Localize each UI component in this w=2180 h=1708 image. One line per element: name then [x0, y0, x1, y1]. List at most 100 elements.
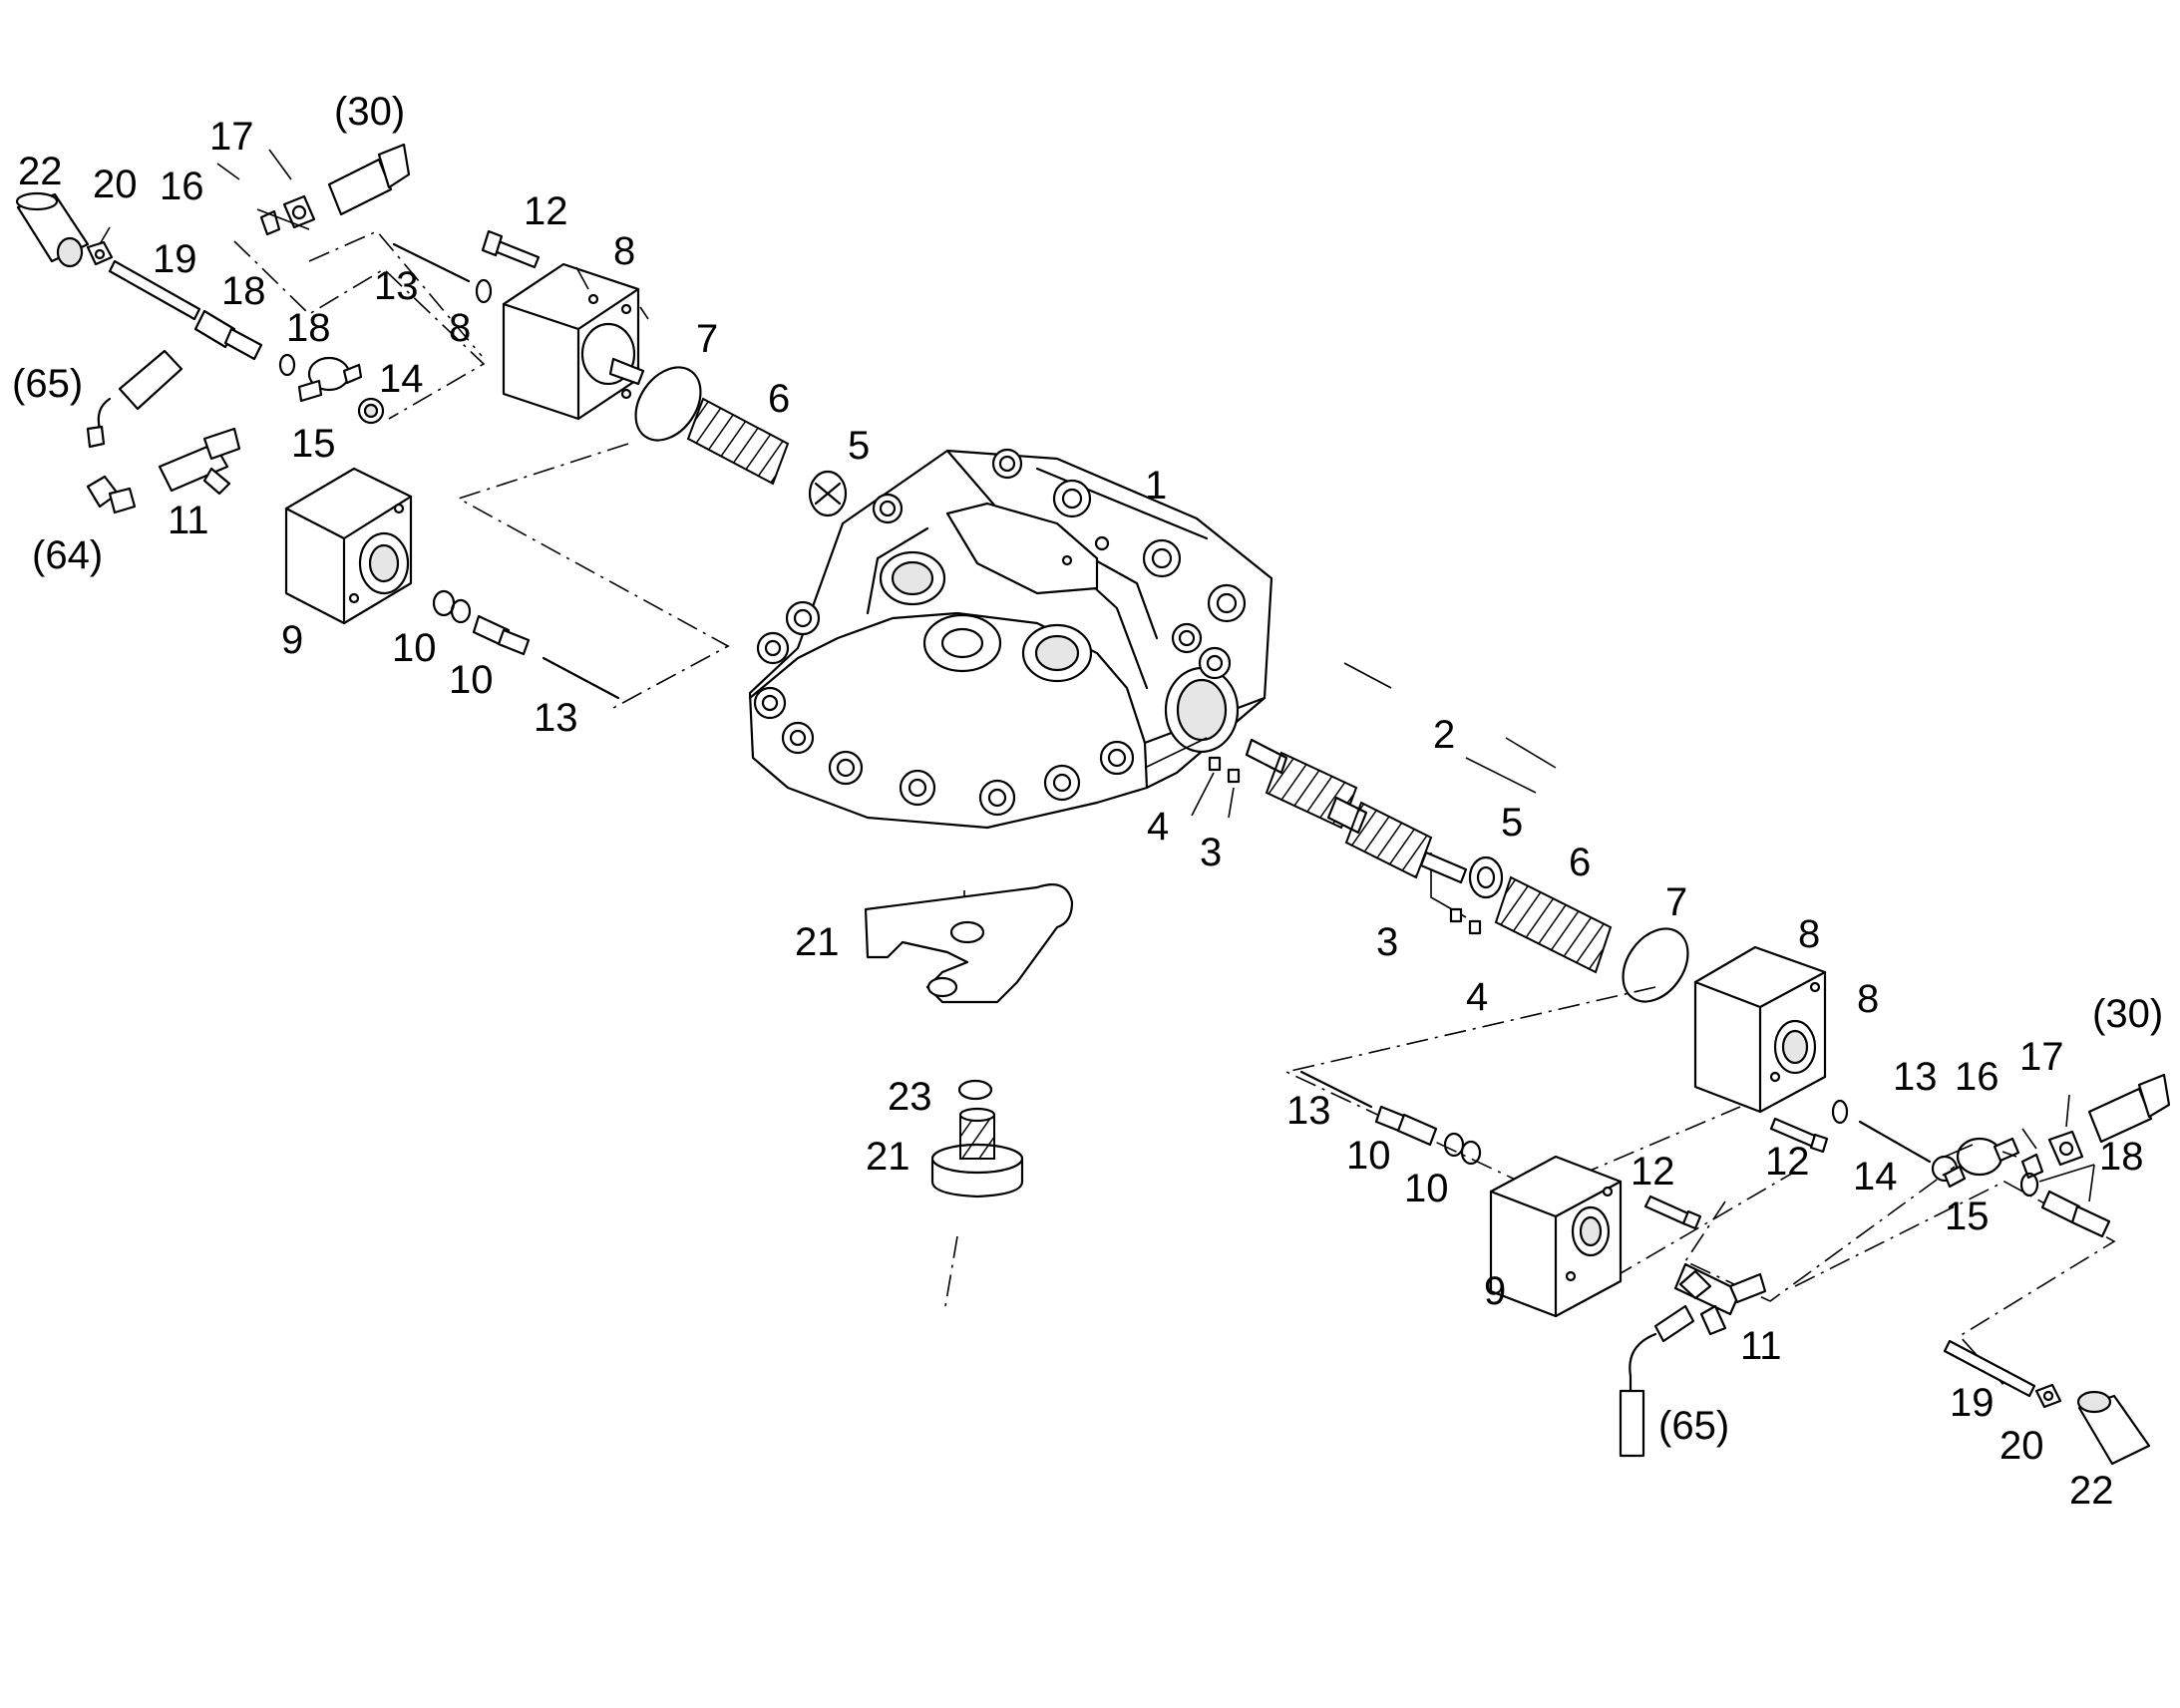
label-16-upper: 16: [160, 165, 204, 208]
fitting-30-upper: [327, 143, 411, 216]
label-22-lower: 22: [2069, 1469, 2114, 1513]
label-6-upper: 6: [768, 377, 790, 421]
label-12-lower: 12: [1631, 1150, 1675, 1194]
label-9-lower: 9: [1484, 1269, 1506, 1313]
seat-5-lower: [1468, 855, 1504, 899]
o-ring-7-lower: [1622, 927, 1689, 1003]
label-14-lower: 14: [1853, 1155, 1898, 1198]
plug-14-upper: [357, 397, 385, 425]
nut-20-lower: [2034, 1383, 2062, 1409]
label-22-upper: 22: [18, 150, 63, 193]
washer-18-upper: [278, 353, 296, 377]
callout-leaders: [99, 149, 2095, 1202]
label-8-lower-a: 8: [1798, 912, 1820, 956]
nut-17-upper: [282, 194, 316, 229]
nut-17-lower: [2047, 1130, 2084, 1167]
label-23: 23: [888, 1075, 932, 1119]
label-15-lower: 15: [1945, 1195, 1990, 1238]
label-13-upper: 13: [374, 264, 419, 308]
tee-15-lower: [1943, 1137, 2020, 1189]
bracket-21: [864, 883, 1074, 1004]
part-labels: 22 20 16 17 (30) 19 18 18 13 12 8 8 14 1…: [12, 90, 2163, 1513]
tee-11-lower: [1673, 1262, 1767, 1336]
label-4-lower: 4: [1466, 975, 1488, 1019]
washer-10-b: [450, 598, 472, 624]
label-30-lower: (30): [2092, 992, 2163, 1036]
label-11-lower: 11: [1740, 1324, 1782, 1368]
label-65-upper: (65): [12, 362, 83, 406]
fitting-30-lower: [2087, 1073, 2171, 1144]
housing-bolt-bosses: [753, 448, 1247, 817]
label-4-upper: 4: [1147, 805, 1169, 849]
cap-22-lower: [2076, 1390, 2151, 1466]
label-65-lower: (65): [1658, 1404, 1729, 1448]
hose-65-lower: [1619, 1304, 1695, 1458]
label-10-upper-b: 10: [449, 658, 494, 702]
label-13-lower: 13: [1286, 1089, 1331, 1133]
washer-18-lower: [2019, 1172, 2039, 1197]
label-20-upper: 20: [93, 163, 138, 206]
label-30-upper: (30): [334, 90, 405, 134]
adapter-18-upper: [193, 309, 263, 361]
spring-6-upper: [686, 397, 790, 486]
label-13-right: 13: [1893, 1055, 1938, 1099]
label-5-lower: 5: [1501, 801, 1523, 845]
adapter-18-lower: [2040, 1190, 2111, 1238]
lower-left-block-9: [284, 467, 413, 625]
label-21-plug: 21: [866, 1135, 910, 1179]
label-7-upper: 7: [696, 317, 718, 361]
label-18-upper-a: 18: [221, 269, 266, 313]
washer-23: [957, 1079, 993, 1101]
upper-cover-block: [502, 262, 645, 421]
label-12-lower-right: 12: [1765, 1140, 1810, 1184]
bolt-12-lower: [1643, 1195, 1702, 1230]
label-18-lower: 18: [2099, 1135, 2144, 1179]
nut-16-upper: [259, 209, 281, 236]
label-14-upper: 14: [379, 357, 424, 401]
label-2: 2: [1433, 713, 1455, 757]
plug-21: [930, 1107, 1024, 1198]
elbow-64: [86, 475, 137, 514]
stud-19-upper: [108, 259, 201, 321]
label-19-upper: 19: [153, 237, 197, 281]
seat-5-upper: [808, 470, 848, 517]
label-7-lower: 7: [1665, 880, 1687, 924]
washer-10-lower-a: [1443, 1132, 1465, 1158]
label-17-lower: 17: [2019, 1035, 2064, 1079]
o-ring-8-upper: [475, 278, 493, 304]
tee-11-upper: [158, 427, 241, 496]
pin-13-upper: [392, 242, 471, 283]
spring-6-lower: [1494, 875, 1613, 974]
plugs-3-4-middle: [1208, 756, 1482, 935]
label-11-upper: 11: [168, 499, 209, 542]
nut-20-upper: [86, 240, 114, 266]
assembly-lines: [233, 230, 2116, 1387]
fitting-10-lower: [1374, 1105, 1438, 1147]
pin-13-lower-left: [542, 656, 620, 700]
label-15-upper: 15: [291, 422, 336, 466]
label-3-upper: 3: [1200, 831, 1222, 874]
washer-10-lower-b: [1460, 1140, 1482, 1166]
cap-22-upper: [15, 191, 90, 268]
label-8-upper-b: 8: [449, 306, 471, 350]
label-17-upper: 17: [209, 115, 254, 159]
label-10-lower-b: 10: [1404, 1167, 1449, 1210]
label-21-bracket: 21: [795, 920, 840, 964]
valve-housing: [748, 448, 1273, 830]
label-10-upper-a: 10: [392, 626, 437, 670]
label-12-upper: 12: [524, 189, 568, 233]
label-1: 1: [1145, 464, 1167, 508]
label-3-lower: 3: [1376, 920, 1398, 964]
label-16-lower: 16: [1955, 1055, 1999, 1099]
label-19-lower: 19: [1950, 1381, 1995, 1425]
hose-65-upper: [86, 349, 183, 449]
o-ring-7-upper: [634, 366, 702, 442]
nut-16-lower: [2020, 1153, 2044, 1180]
label-9-upper: 9: [281, 618, 303, 662]
bolt-12-lower-right: [1769, 1117, 1829, 1154]
lower-block-9: [1489, 1155, 1623, 1318]
fitting-10-upper: [472, 614, 531, 656]
label-20-lower: 20: [1999, 1424, 2044, 1468]
pin-13-lower: [1299, 1070, 1373, 1109]
pin-13-lower-right: [1858, 1120, 1932, 1164]
